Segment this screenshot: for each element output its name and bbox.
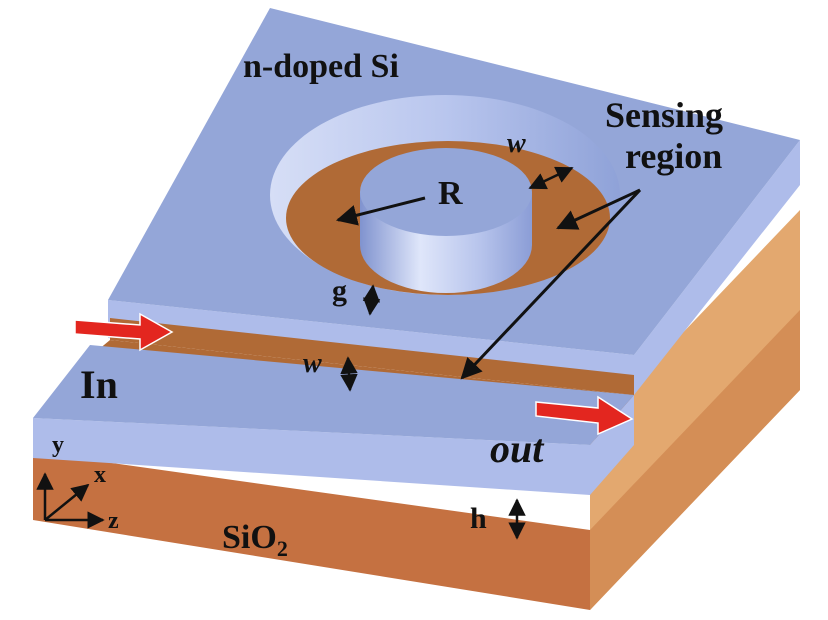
label-radius: R [438, 175, 463, 212]
bus-width-arrow [340, 356, 358, 392]
axis-z-label: z [108, 508, 119, 534]
sensing-pointer-ring [556, 188, 641, 230]
axis-y-label: y [52, 432, 64, 458]
ring-block-side-right [634, 140, 800, 395]
substrate-right-far [590, 310, 800, 610]
substrate-front-face [33, 452, 590, 610]
label-sensing: Sensing [605, 95, 723, 135]
ring-pillar-top [360, 148, 532, 236]
output-arrow [535, 395, 634, 436]
label-height: h [470, 502, 487, 535]
labels: n-doped Si Sensing region R w g w In out… [80, 48, 723, 561]
label-input: In [80, 362, 118, 407]
coordinate-axes: y x z [36, 432, 119, 534]
label-region: region [625, 136, 722, 176]
input-arrow [74, 312, 174, 352]
label-substrate-main: SiO [222, 519, 277, 556]
radius-arrow [335, 196, 426, 226]
pointer-arrows [335, 166, 642, 540]
bus-waveguide-top [33, 345, 634, 445]
bus-gap-front-face [110, 318, 634, 395]
ring-width-arrow [528, 166, 574, 190]
substrate [33, 210, 800, 610]
gap-arrow [362, 284, 381, 316]
label-output: out [490, 426, 545, 471]
label-n-doped-si: n-doped Si [243, 48, 399, 85]
x-axis-line [44, 483, 90, 521]
label-gap: g [332, 274, 347, 307]
axis-x-label: x [94, 462, 106, 488]
label-ring-width: w [507, 128, 526, 159]
sensing-pointer-bus [460, 188, 642, 380]
label-substrate-sub: 2 [277, 536, 288, 561]
label-substrate: SiO2 [222, 519, 288, 561]
bus-waveguide-front-face [33, 418, 590, 495]
label-bus-width: w [303, 348, 322, 379]
